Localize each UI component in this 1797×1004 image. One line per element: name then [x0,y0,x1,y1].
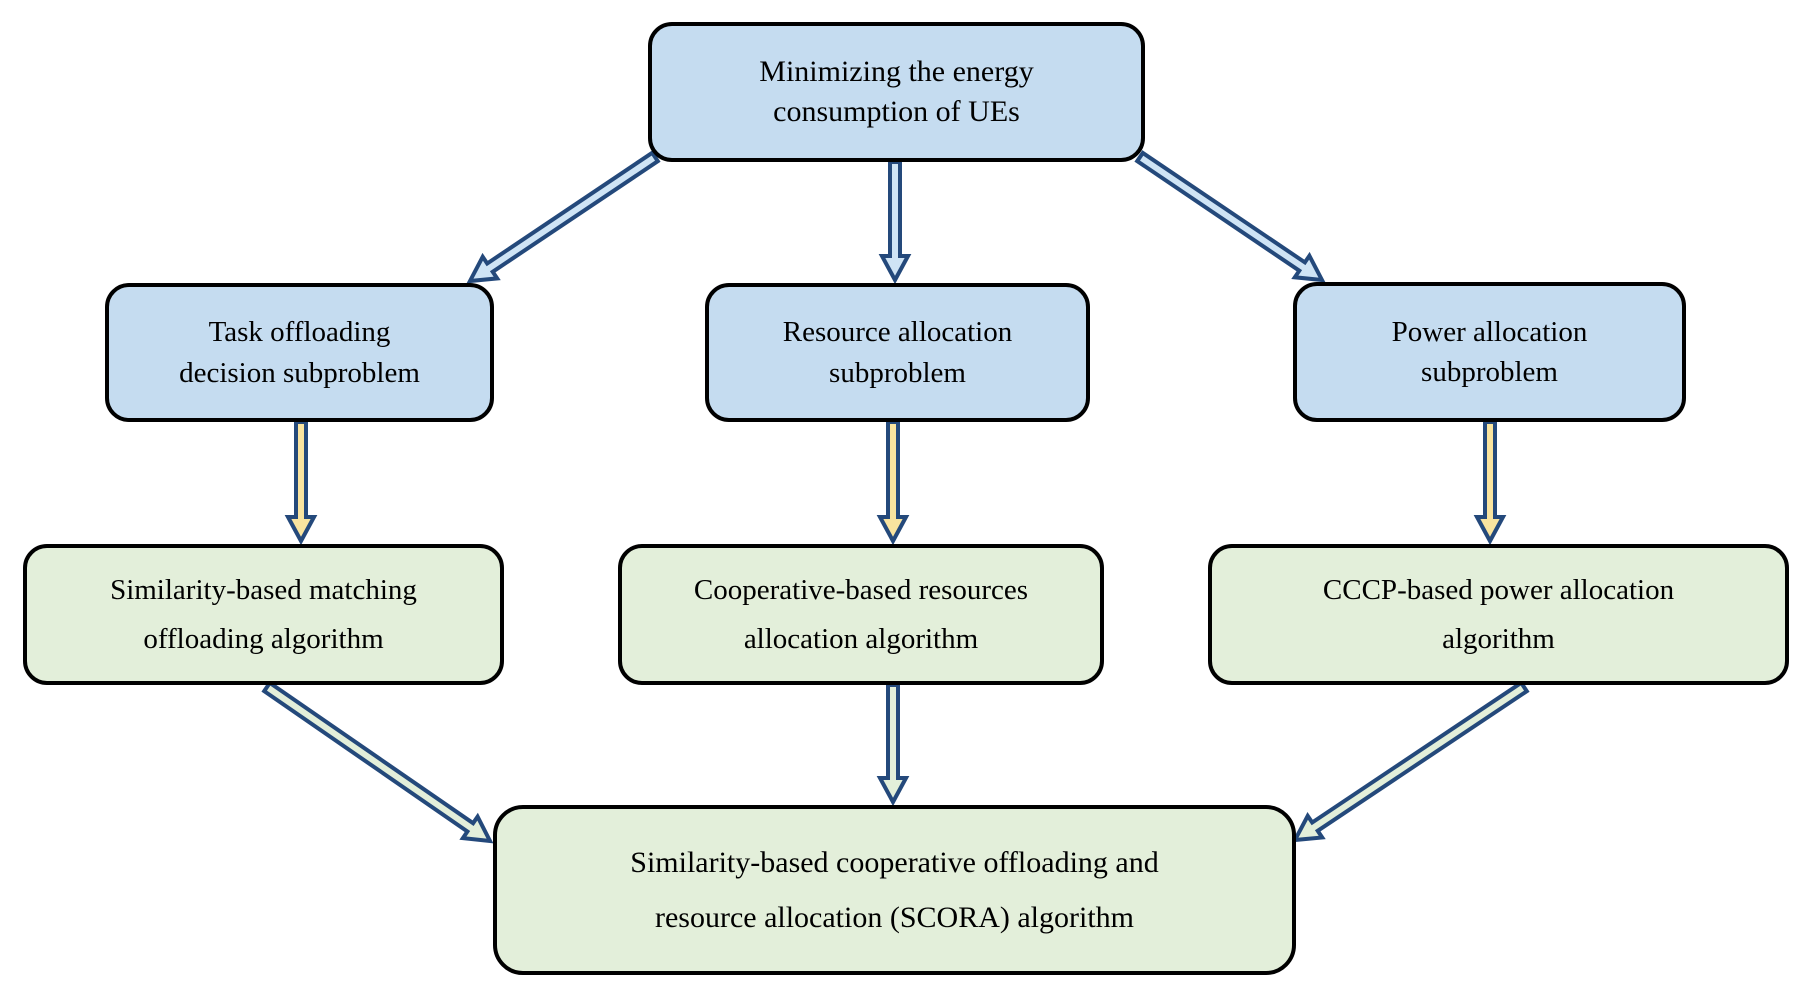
node-text-line: Similarity-based matching [110,573,417,606]
node-text-line: Similarity-based cooperative offloading … [630,845,1159,879]
arrow-coop-to-scora-icon [876,683,910,807]
node-text-line: subproblem [1421,356,1558,388]
arrow-task-to-matching-icon [284,420,318,546]
node-text-line: decision subproblem [179,356,420,389]
node-cooperative-resources-algorithm: Cooperative-based resources allocation a… [618,544,1104,685]
arrow-matching-to-scora-icon [261,680,494,844]
node-power-allocation-subproblem: Power allocation subproblem [1293,282,1686,422]
node-text-line: Minimizing the energy [759,55,1034,89]
arrow-power-to-cccp-icon [1473,420,1507,546]
node-text-line: Power allocation [1391,315,1588,348]
node-text-line: algorithm [1442,622,1555,655]
arrow-resource-to-coop-icon [876,420,910,546]
arrow-cccp-to-scora-icon [1291,680,1530,843]
node-text-line: Resource allocation [782,316,1013,349]
node-cccp-power-algorithm: CCCP-based power allocation algorithm [1208,544,1789,685]
node-text-line: Task offloading [208,316,391,349]
node-minimize-energy: Minimizing the energy consumption of UEs [648,22,1145,162]
node-text-line: allocation algorithm [743,622,979,655]
node-task-offloading-subproblem: Task offloading decision subproblem [105,283,494,422]
node-text-line: resource allocation (SCORA) algorithm [654,901,1135,934]
node-resource-allocation-subproblem: Resource allocation subproblem [705,283,1090,422]
node-text-line: Cooperative-based resources [693,573,1029,606]
node-text-line: consumption of UEs [773,95,1020,128]
node-similarity-matching-algorithm: Similarity-based matching offloading alg… [23,544,504,685]
node-text-line: subproblem [829,356,966,389]
arrow-root-to-task-icon [466,150,661,284]
arrow-root-to-resource-icon [878,160,912,285]
arrow-root-to-power-icon [1134,150,1326,283]
node-text-line: CCCP-based power allocation [1322,573,1675,606]
node-text-line: offloading algorithm [143,622,384,655]
node-scora-algorithm: Similarity-based cooperative offloading … [493,805,1296,975]
